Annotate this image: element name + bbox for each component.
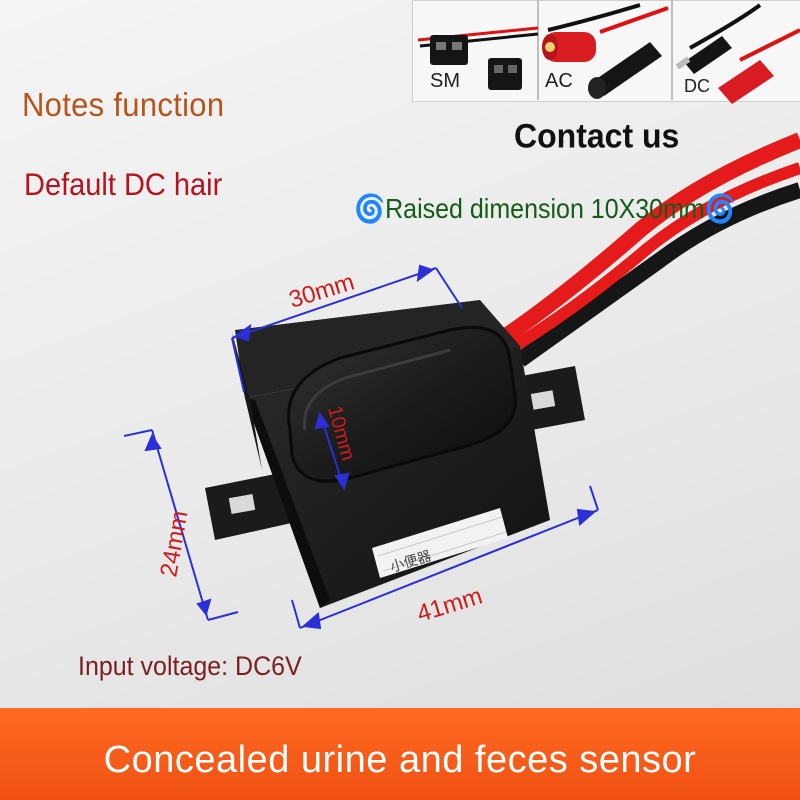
dc-connector-icon [675, 3, 800, 104]
notes-function-label: Notes function [22, 86, 225, 124]
sensor-window [287, 325, 517, 483]
input-voltage-label: Input voltage: DC6V [78, 651, 302, 682]
dimension-height-label: 24mm [155, 509, 193, 579]
connector-label-sm: SM [430, 70, 460, 92]
red-wire [495, 132, 800, 347]
raised-dimension-label: 🌀Raised dimension 10X30mm🌀 [354, 194, 736, 225]
banner-title: Concealed urine and feces sensor [103, 739, 697, 781]
sm-connector-icon [417, 26, 539, 90]
connector-label-ac: AC [545, 70, 573, 92]
title-banner [0, 708, 800, 800]
connector-label-dc: DC [684, 76, 710, 96]
dimension-lines [123, 264, 599, 630]
dimension-length-label: 41mm [414, 582, 486, 627]
black-wire [515, 182, 800, 367]
contact-us-label: Contact us [514, 117, 680, 156]
ac-connector-icon [542, 3, 669, 99]
default-dc-label: Default DC hair [24, 168, 223, 203]
